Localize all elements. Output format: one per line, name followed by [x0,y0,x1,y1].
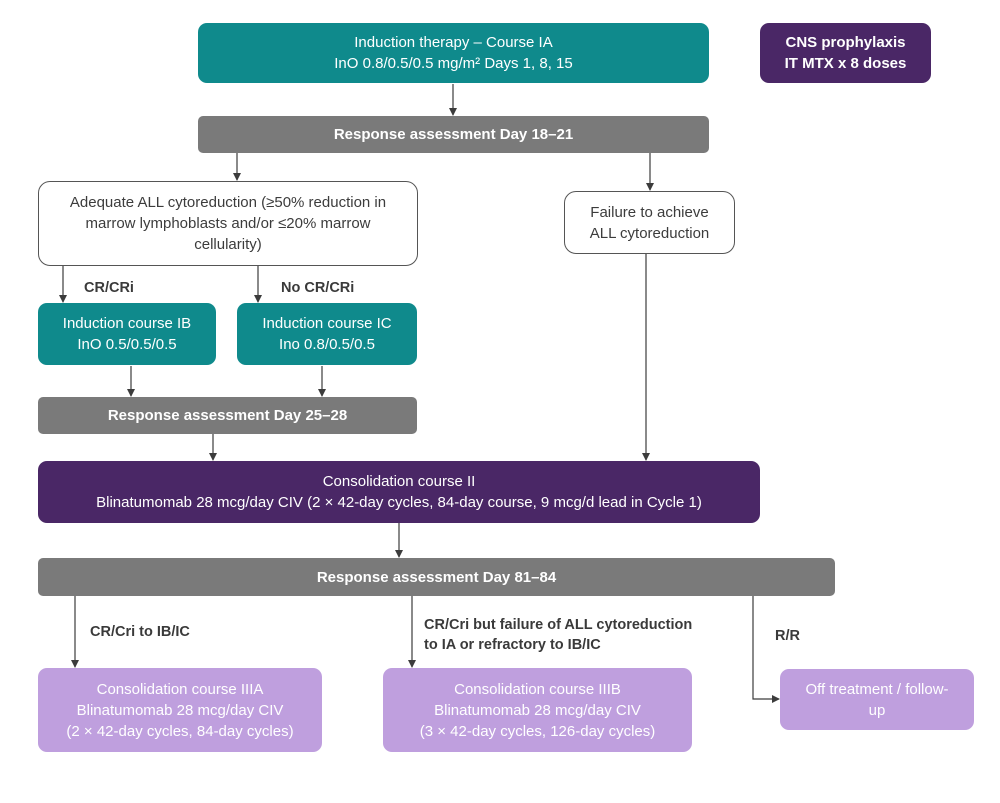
induction-course-ic-box: Induction course IC Ino 0.8/0.5/0.5 [237,303,417,365]
label-no-cr-cri: No CR/CRi [281,280,355,296]
label-cr-cri-to-ib-ic: CR/Cri to IB/IC [90,624,190,640]
induction-ia-dose: InO 0.8/0.5/0.5 mg/m² Days 1, 8, 15 [334,55,573,72]
response-assessment-day-25-28: Response assessment Day 25–28 [38,397,417,434]
cons3b-cycles: (3 × 42-day cycles, 126-day cycles) [419,722,656,740]
cns-title: CNS prophylaxis [785,34,906,51]
cns-prophylaxis-box: CNS prophylaxis IT MTX x 8 doses [760,23,931,83]
resp1-label: Response assessment Day 18–21 [333,126,574,143]
cns-dose: IT MTX x 8 doses [784,55,907,72]
response-assessment-day-18-21: Response assessment Day 18–21 [198,116,709,153]
adequate-line3: cellularity) [194,236,262,253]
consolidation-course-iiia-box: Consolidation course IIIA Blinatumomab 2… [38,668,322,752]
induction-ib-dose: InO 0.5/0.5/0.5 [77,336,177,353]
cons2-dose: Blinatumomab 28 mcg/day CIV (2 × 42-day … [96,494,702,511]
induction-course-ia-box: Induction therapy – Course IA InO 0.8/0.… [198,23,709,83]
consolidation-course-ii-box: Consolidation course II Blinatumomab 28 … [38,461,760,523]
adequate-line2: marrow lymphoblasts and/or ≤20% marrow [85,215,371,232]
adequate-cytoreduction-box: Adequate ALL cytoreduction (≥50% reducti… [38,181,418,266]
adequate-line1: Adequate ALL cytoreduction (≥50% reducti… [69,194,387,211]
failure-line1: Failure to achieve [590,203,709,221]
arrow-resp3-to-off [752,596,780,703]
off-treatment-box: Off treatment / follow- up [780,669,974,730]
resp3-label: Response assessment Day 81–84 [316,568,557,586]
induction-ib-title: Induction course IB [62,315,192,332]
response-assessment-day-81-84: Response assessment Day 81–84 [38,558,835,596]
label-cr-fail-line1: CR/Cri but failure of ALL cytoreduction [424,617,693,633]
cons3a-dose: Blinatumomab 28 mcg/day CIV [76,701,284,719]
label-cr-cri-failure: CR/Cri but failure of ALL cytoreduction … [424,615,692,655]
resp2-label: Response assessment Day 25–28 [107,407,348,424]
consolidation-course-iiib-box: Consolidation course IIIB Blinatumomab 2… [383,668,692,752]
induction-ia-title: Induction therapy – Course IA [354,34,553,51]
induction-ic-title: Induction course IC [262,315,392,332]
cons3b-dose: Blinatumomab 28 mcg/day CIV [434,701,641,719]
label-rr: R/R [775,628,800,644]
induction-course-ib-box: Induction course IB InO 0.5/0.5/0.5 [38,303,216,365]
failure-cytoreduction-box: Failure to achieve ALL cytoreduction [564,191,735,254]
label-cr-fail-line2: to IA or refractory to IB/IC [424,637,601,653]
cons3a-title: Consolidation course IIIA [96,680,264,698]
induction-ic-dose: Ino 0.8/0.5/0.5 [279,336,375,353]
off-line1: Off treatment / follow- [805,680,949,698]
label-cr-cri: CR/CRi [84,280,134,296]
off-line2: up [868,701,886,719]
cons3b-title: Consolidation course IIIB [454,680,621,698]
cons3a-cycles: (2 × 42-day cycles, 84-day cycles) [66,722,294,740]
cons2-title: Consolidation course II [322,473,476,490]
failure-line2: ALL cytoreduction [589,224,710,242]
